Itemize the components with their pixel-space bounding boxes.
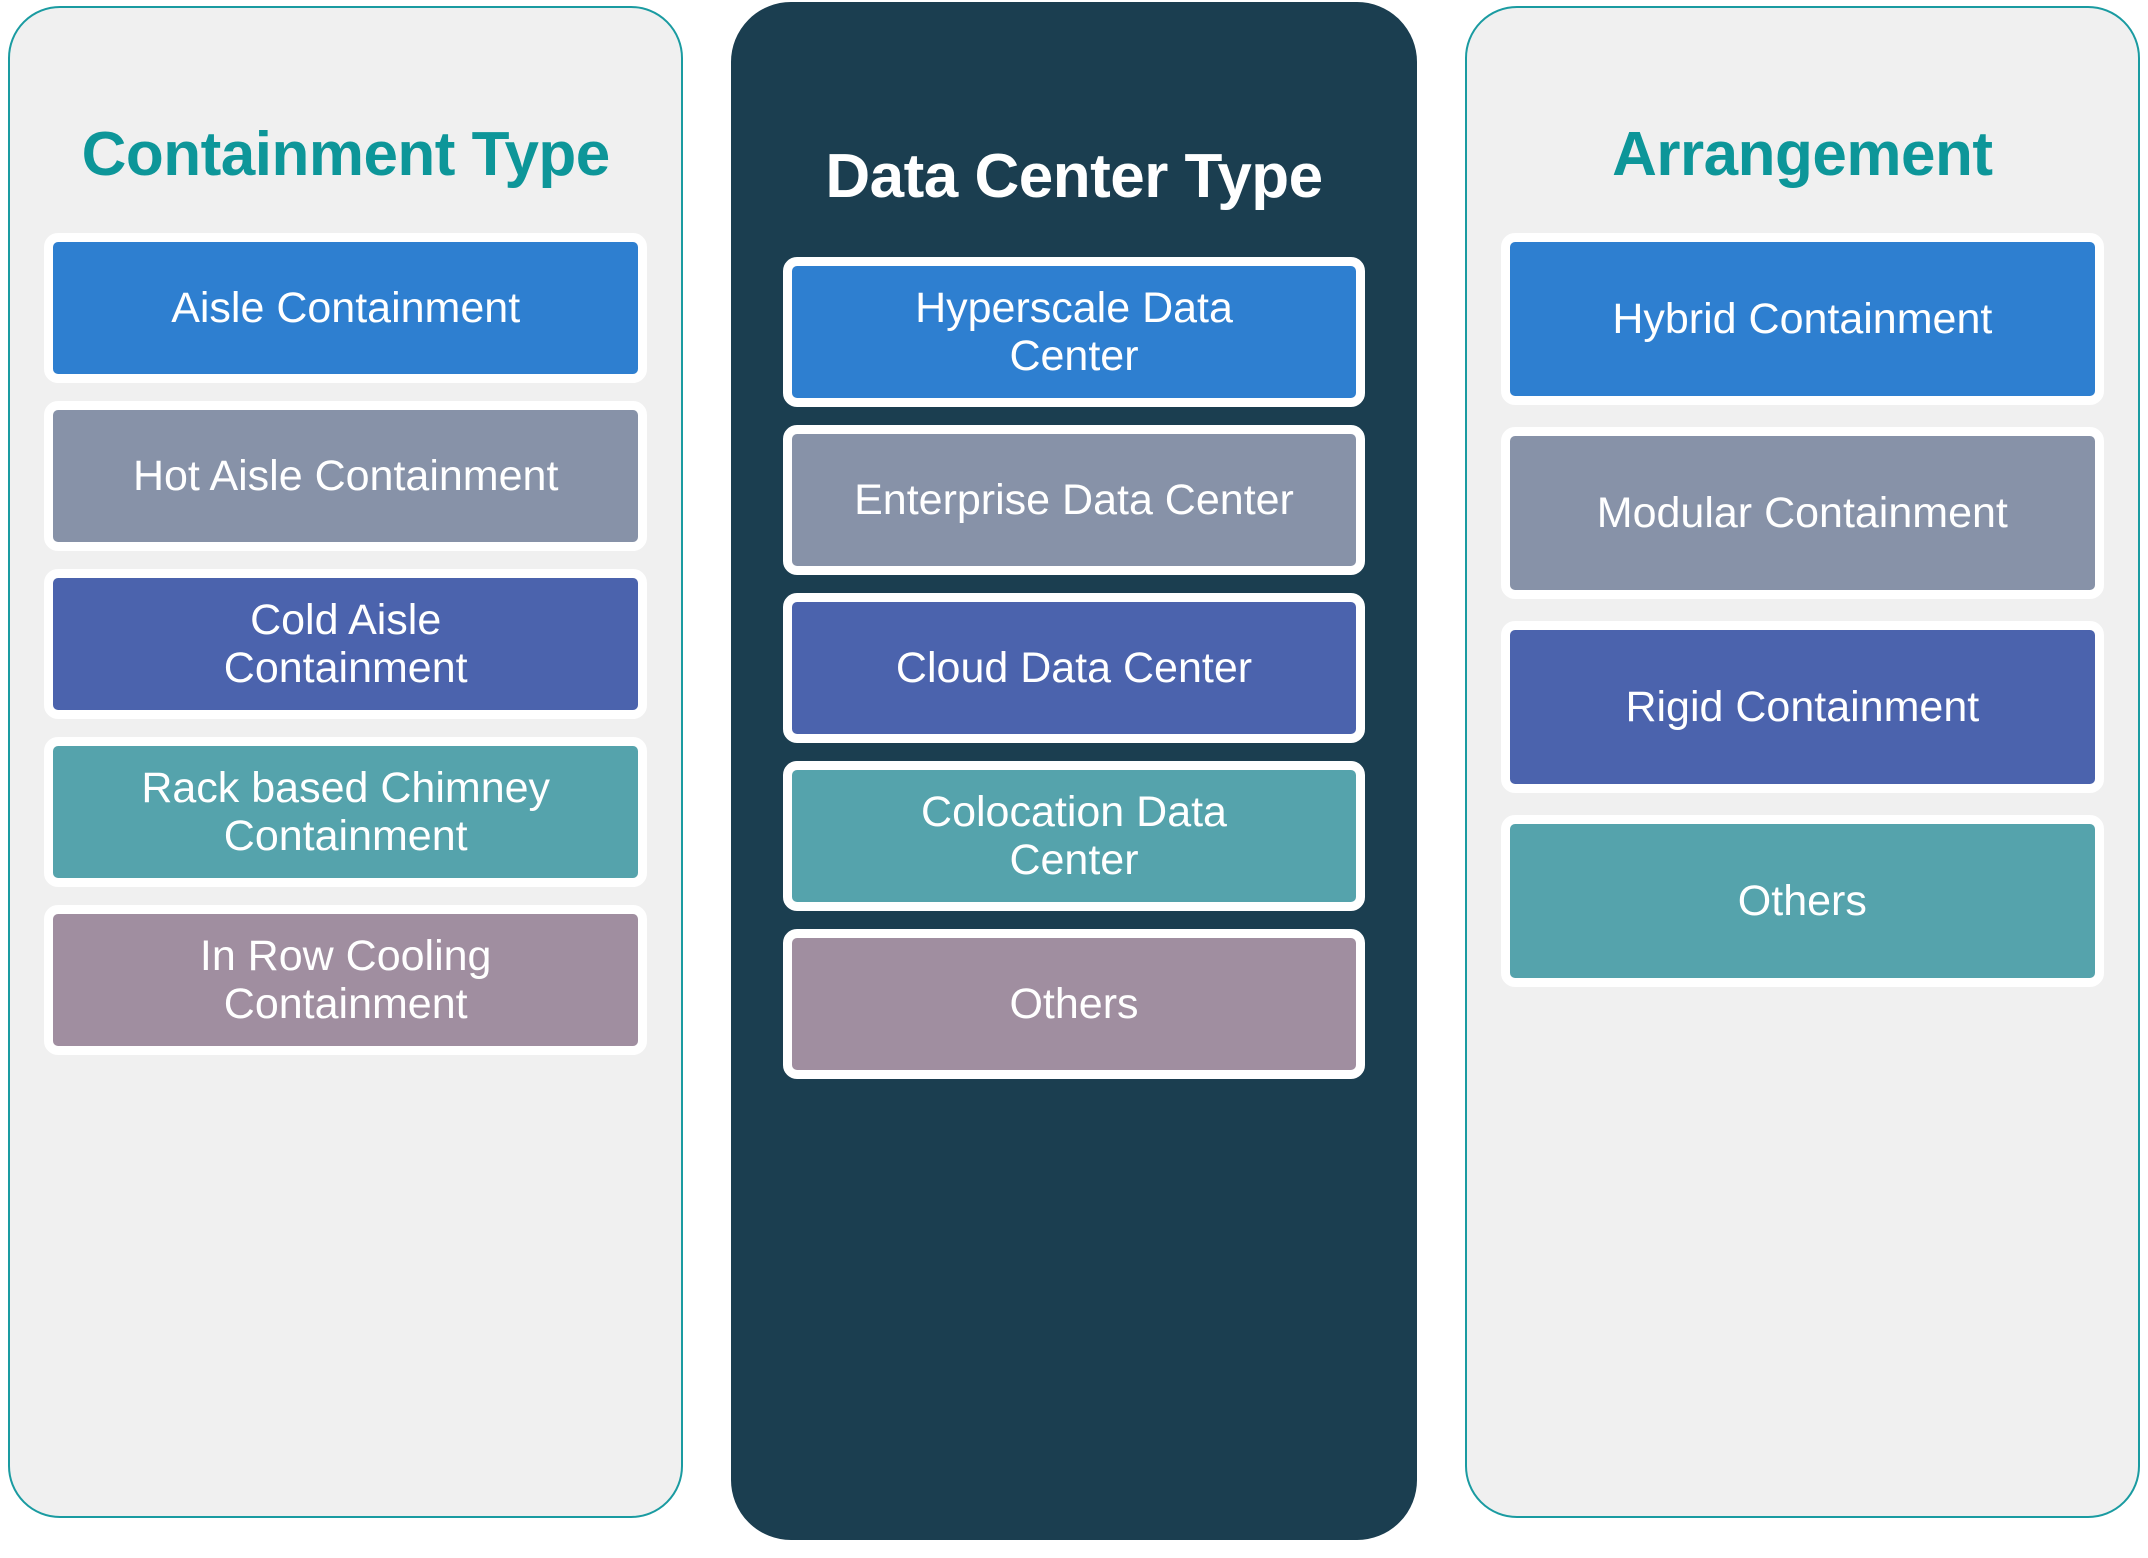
pill-rigid-containment[interactable]: Rigid Containment [1500, 621, 2104, 794]
left-edge-spacer [0, 0, 8, 1558]
pill-modular-containment[interactable]: Modular Containment [1500, 427, 2104, 600]
pill-cold-aisle-containment[interactable]: Cold Aisle Containment [44, 569, 648, 720]
pill-colocation-data-center[interactable]: Colocation Data Center [783, 761, 1365, 912]
pill-list-arrangement: Hybrid Containment Modular Containment R… [1467, 233, 2138, 1516]
pill-rack-based-chimney-containment[interactable]: Rack based Chimney Containment [44, 737, 648, 888]
pill-aisle-containment[interactable]: Aisle Containment [44, 233, 648, 384]
right-edge-spacer [2140, 0, 2148, 1558]
pill-hyperscale-data-center[interactable]: Hyperscale Data Center [783, 257, 1365, 408]
pill-enterprise-data-center[interactable]: Enterprise Data Center [783, 425, 1365, 576]
column-spacer-2 [1417, 0, 1465, 1558]
column-title-data-center-type: Data Center Type [825, 142, 1323, 211]
pill-hot-aisle-containment[interactable]: Hot Aisle Containment [44, 401, 648, 552]
pill-in-row-cooling-containment[interactable]: In Row Cooling Containment [44, 905, 648, 1056]
column-arrangement: Arrangement Hybrid Containment Modular C… [1464, 6, 2140, 1518]
pill-list-containment-type: Aisle Containment Hot Aisle Containment … [10, 233, 681, 1516]
column-data-center-type: Data Center Type Hyperscale Data Center … [731, 2, 1417, 1540]
pill-others-arrangement[interactable]: Others [1500, 815, 2104, 988]
column-title-arrangement: Arrangement [1612, 120, 1993, 189]
pill-cloud-data-center[interactable]: Cloud Data Center [783, 593, 1365, 744]
column-spacer-1 [683, 0, 731, 1558]
column-containment-type: Containment Type Aisle Containment Hot A… [8, 6, 684, 1518]
pill-others-data-center[interactable]: Others [783, 929, 1365, 1080]
pill-hybrid-containment[interactable]: Hybrid Containment [1500, 233, 2104, 406]
pill-list-data-center-type: Hyperscale Data Center Enterprise Data C… [733, 257, 1414, 1538]
column-title-containment-type: Containment Type [81, 120, 611, 189]
